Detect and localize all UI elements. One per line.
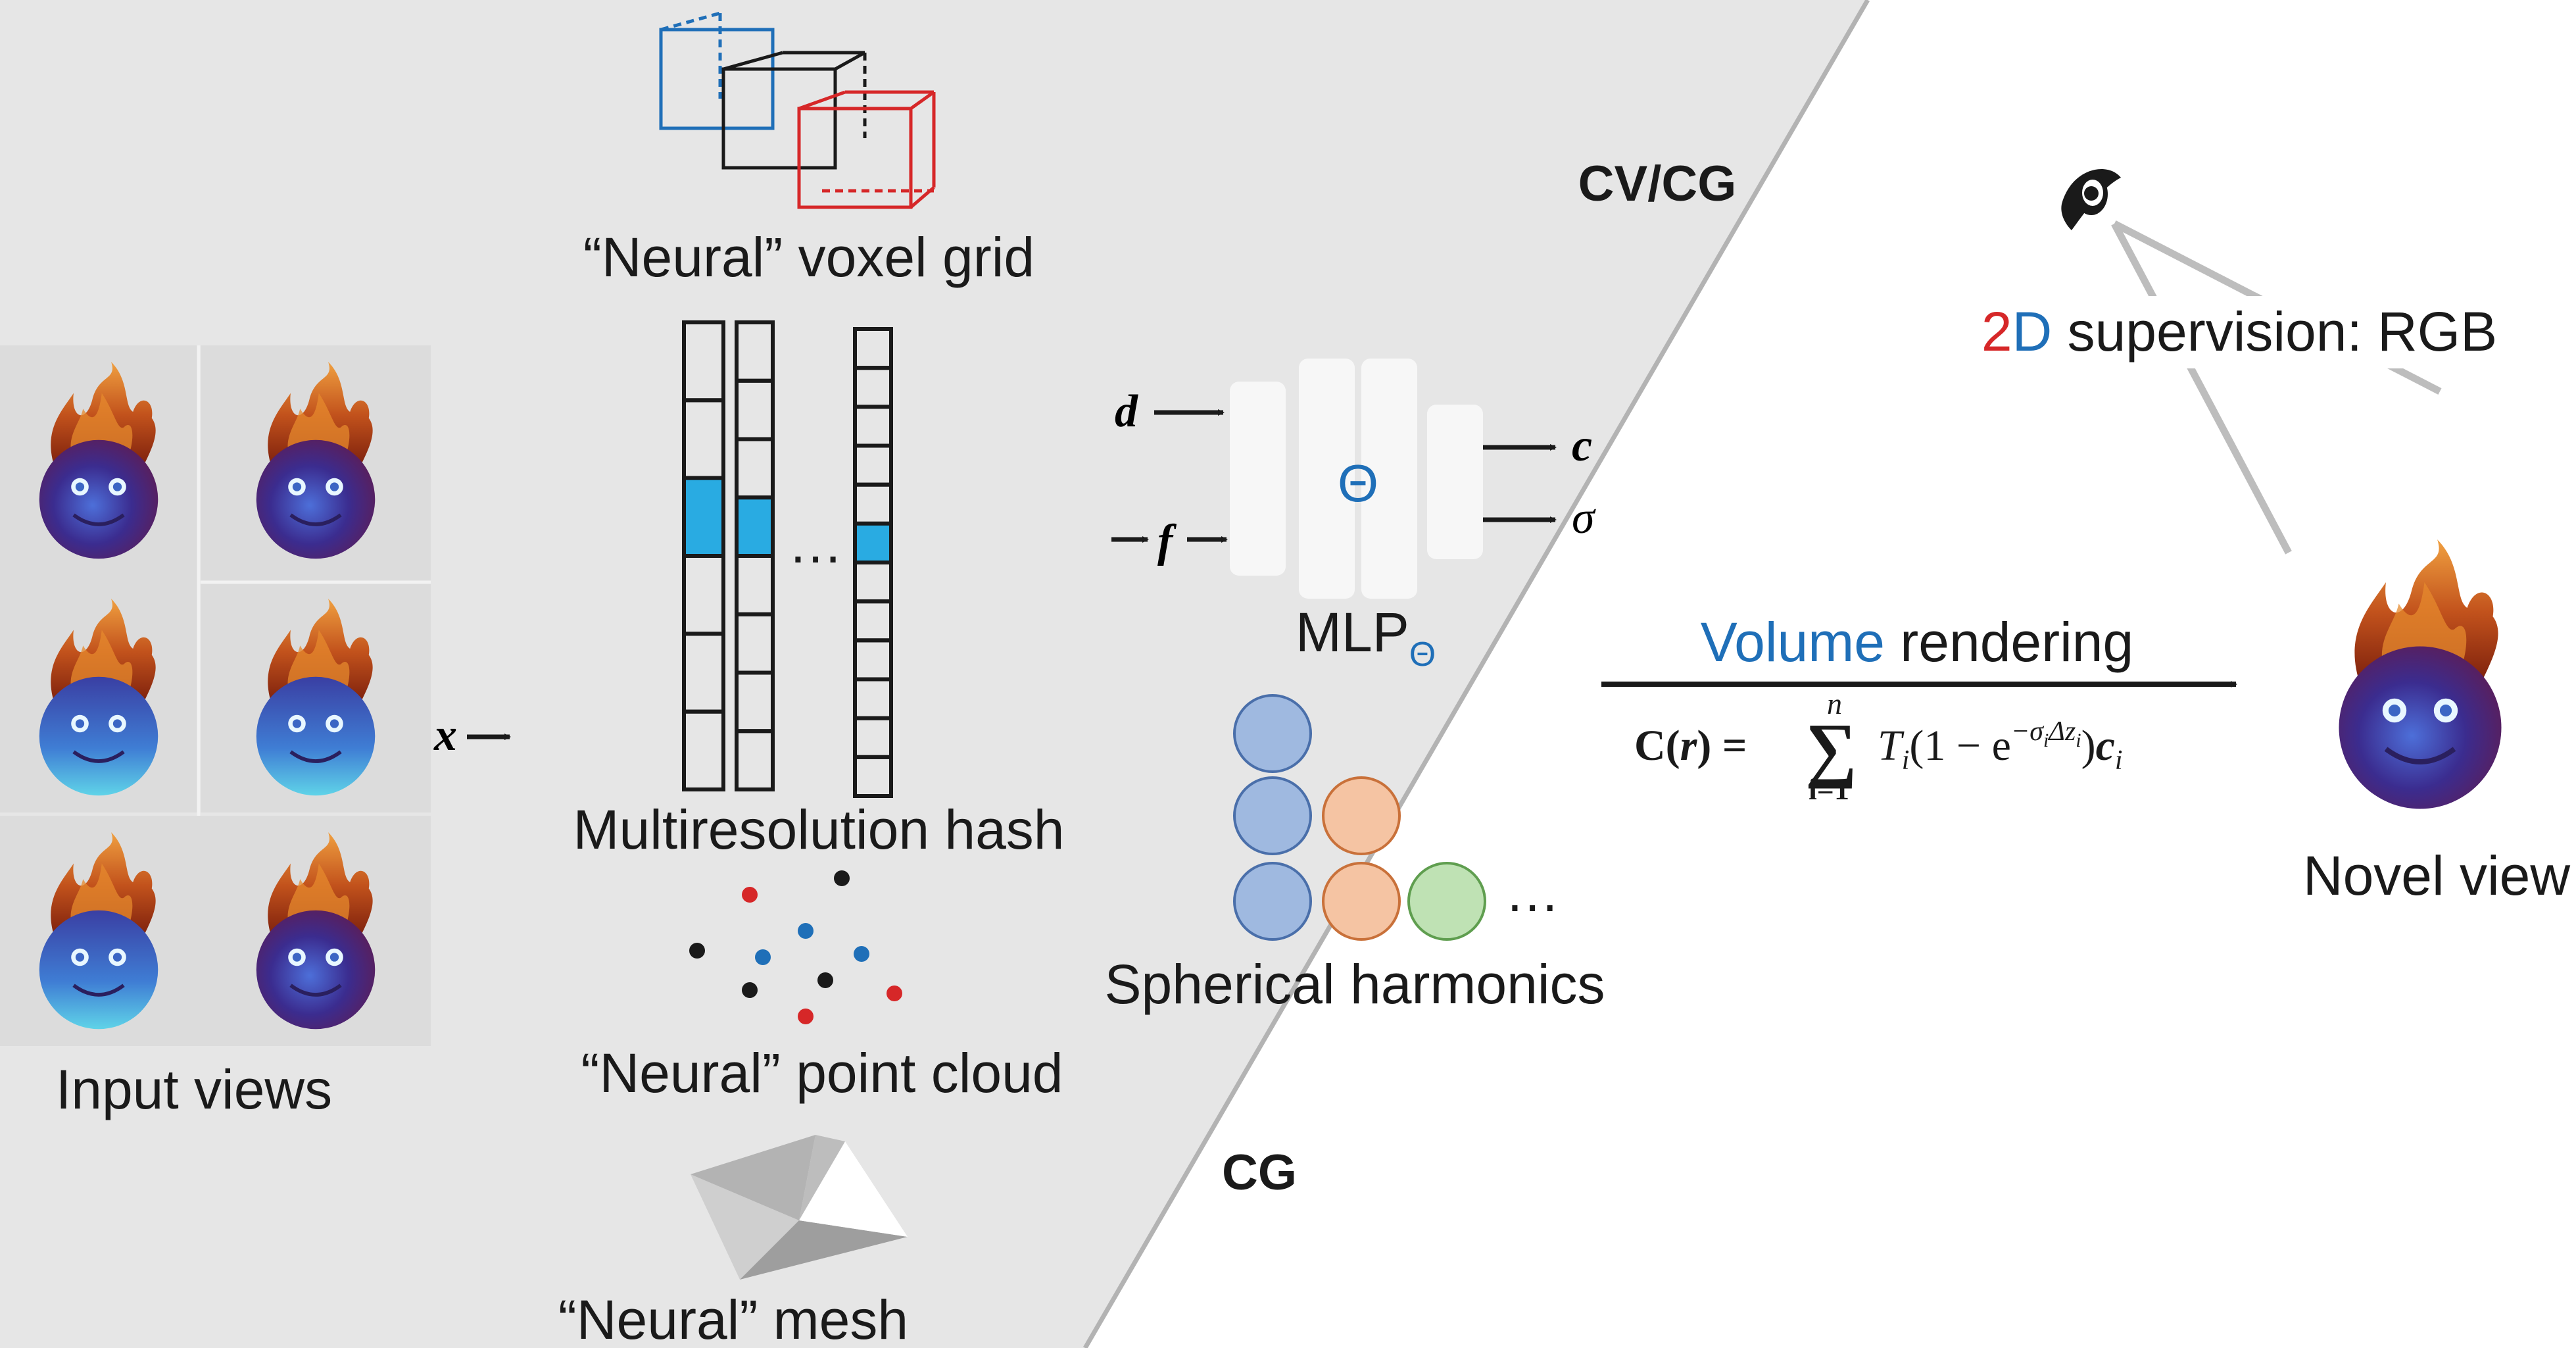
spherical-harmonics-label: Spherical harmonics (1104, 953, 1605, 1015)
point-cloud-point (742, 887, 758, 903)
fireball-body (2339, 646, 2502, 809)
pupil (2388, 704, 2401, 717)
pupil (75, 482, 85, 491)
fireball-body (256, 910, 376, 1030)
svg-text:C(r) =: C(r) = (1634, 722, 1747, 770)
hash-cell (682, 476, 725, 559)
svg-text:n: n (1827, 687, 1842, 720)
input-view-avatars (39, 362, 376, 1030)
smile (289, 513, 342, 526)
pupil (112, 953, 122, 962)
fireball-avatar (39, 832, 158, 1030)
diagonal-divider (1082, 0, 1870, 1348)
sh-ellipsis: … (1505, 861, 1560, 923)
pupil (112, 719, 122, 728)
smile (2384, 747, 2456, 764)
hash-cell (853, 521, 893, 564)
pupil (112, 482, 122, 491)
rendering-equation: C(r) = ∑ n i=1 Ti(1 − e−σiΔzi)ci (1634, 687, 2123, 806)
point-cloud-point (817, 972, 833, 988)
fireball-avatar (39, 599, 158, 796)
fireball-body (39, 439, 158, 559)
point-cloud-label: “Neural” point cloud (581, 1042, 1063, 1104)
point-cloud-point (742, 982, 758, 998)
novel-view-avatar (2339, 539, 2502, 809)
point-cloud-point (854, 946, 869, 962)
fireball-avatar (256, 362, 376, 559)
cv-panel-background (0, 0, 1868, 1348)
cg-label: CG (1222, 1145, 1297, 1201)
pupil (292, 719, 302, 728)
point-cloud-point (798, 1009, 814, 1024)
pupil (292, 953, 302, 962)
mesh-label: “Neural” mesh (558, 1289, 908, 1348)
mlp-network (1230, 359, 1483, 599)
hash-cell (735, 495, 775, 558)
cvcg-label: CV/CG (1578, 156, 1737, 212)
x-symbol: x (433, 710, 457, 761)
hash-label: Multiresolution hash (573, 799, 1064, 861)
sh-ball (1233, 694, 1312, 773)
smile (72, 750, 125, 763)
spherical-harmonics-balls (1233, 694, 1486, 941)
d-symbol: d (1115, 386, 1138, 437)
fireball-avatar (256, 599, 376, 796)
supervision-label: 2D supervision: RGB (1981, 301, 2497, 362)
pupil (329, 482, 339, 491)
hash-cell (735, 729, 775, 791)
fireball-avatar (256, 832, 376, 1030)
svg-text:i=1: i=1 (1809, 772, 1849, 806)
voxel-cubes-icon (659, 11, 936, 209)
mlp-label: MLPΘ (1296, 601, 1436, 674)
hash-columns (682, 320, 893, 799)
ray-left (2111, 222, 2292, 555)
voxel-grid-label: “Neural” voxel grid (583, 226, 1034, 288)
hash-cell (682, 709, 725, 791)
svg-text:∑: ∑ (1805, 709, 1857, 789)
point-cloud-point (798, 923, 814, 939)
pupil (75, 953, 85, 962)
input-views-label: Input views (56, 1059, 332, 1120)
mlp-theta: Θ (1338, 454, 1378, 512)
sh-ball (1233, 776, 1312, 855)
sh-ball (1407, 862, 1486, 941)
fireball-avatar (2339, 539, 2502, 809)
sh-ball (1322, 862, 1401, 941)
fireball-body (39, 910, 158, 1030)
point-cloud-point (689, 943, 705, 959)
svg-text:Ti(1 − e−σiΔzi)ci: Ti(1 − e−σiΔzi)ci (1878, 716, 2123, 776)
fireball-body (256, 676, 376, 796)
pupil (329, 719, 339, 728)
volume-rendering-label: Volume rendering (1701, 611, 2133, 673)
point-cloud-point (755, 949, 771, 965)
hash-ellipsis: … (788, 512, 843, 574)
fireball-body (256, 439, 376, 559)
point-cloud-point (887, 986, 902, 1001)
pupil (75, 719, 85, 728)
eye-icon (2061, 169, 2121, 230)
fireball-avatar (39, 362, 158, 559)
sh-ball (1322, 776, 1401, 855)
sigma-symbol: σ (1572, 493, 1596, 543)
smile (72, 984, 125, 997)
pupil (292, 482, 302, 491)
mesh-shape-icon (691, 1135, 908, 1280)
smile (72, 513, 125, 526)
supervision-label-bg (1993, 296, 2492, 368)
point-cloud (689, 870, 902, 1024)
point-cloud-point (834, 870, 850, 886)
sh-ball (1233, 862, 1312, 941)
pupil (2439, 704, 2452, 717)
fireball-body (39, 676, 158, 796)
smile (289, 984, 342, 997)
smile (289, 750, 342, 763)
c-symbol: c (1572, 420, 1592, 471)
novel-view-label: Novel view (2303, 845, 2570, 907)
hash-cell (853, 755, 893, 799)
pupil (329, 953, 339, 962)
